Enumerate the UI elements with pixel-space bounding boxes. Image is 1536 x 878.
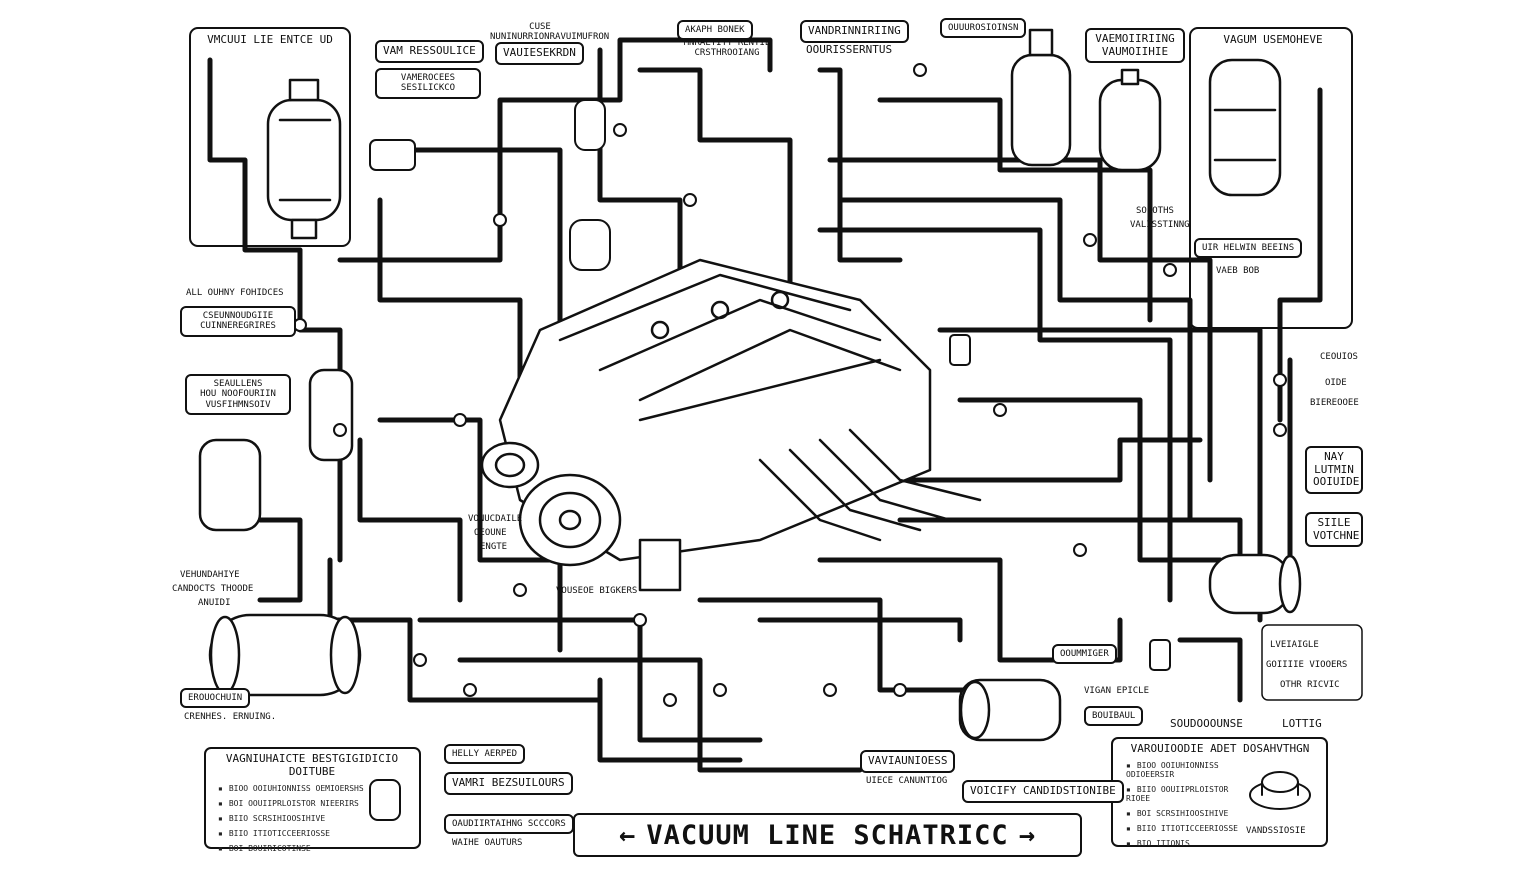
diagram-title: ← VACUUM LINE SCHATRICC → (573, 813, 1082, 857)
right-far-1: CEOUIOS (1320, 352, 1358, 362)
bottom-right-legend: VAROUIOODIE ADET DOSAHVTHGN BIOO OOIUHIO… (1116, 742, 1324, 854)
legend-item: BOI OOUIIPRLOISTOR NIEERIRS (218, 799, 416, 808)
right-side-box-2: SIILE VOTCHNE (1305, 512, 1363, 548)
top-right-box: VAEMOIIRIING VAUMOIIHIE (1085, 28, 1185, 64)
bottom-right-small-2: BOUIBAUL (1084, 706, 1144, 727)
bottom-left-legend-list: BIOO OOIUHIONNISS OEMIOERSHS BOI OOUIIPR… (208, 784, 416, 853)
center-label-1: VONUCDAILE (468, 514, 523, 524)
top-center-box: VAUIESEKRDN (495, 42, 584, 65)
left-small-3: ANUIDI (198, 598, 231, 608)
top-mid-2: MNRAETITT RENTIE CRSTHROOIANG (683, 38, 771, 59)
bottom-right-box-2: OOUMMIGER (1052, 644, 1117, 665)
top-right-box-line-2: VAUMOIIHIE (1101, 44, 1169, 58)
bottom-right-title-1: SOUDOOOUNSE (1170, 717, 1243, 730)
filter-icon (1208, 553, 1302, 615)
sensor-label-2: VALISSTINNG (1130, 220, 1190, 230)
right-far-6: GOIIIIE VIOOERS (1266, 660, 1348, 670)
bottom-left-box: VAMRI BEZSUILOURS (444, 772, 573, 795)
top-mid-right-1: VANDRINNIRIING (800, 20, 909, 43)
bottom-mid-box: VAVIAUNIOESS (860, 750, 956, 773)
right-center-2: VAEB BOB (1216, 266, 1260, 276)
bottom-left-legend: VAGNIUHAICTE BESTGIGIDICIO DOITUBE BIOO … (208, 752, 416, 859)
fitting-icon (1249, 771, 1311, 810)
left-small-2: CANDOCTS THOODE (172, 584, 254, 594)
center-label-4: VOUSEOE BIGKERS (556, 586, 638, 596)
bottom-right-small: VIGAN EPICLE (1084, 686, 1150, 696)
right-far-3: BIEREOOEE (1310, 398, 1359, 408)
right-side-box: NAY LUTMIN OOIUIDE (1305, 446, 1363, 494)
bottom-left-box-2: OAUDIIRTAIHNG SCCCORS (444, 814, 574, 835)
sensor-label: SOLOTHS (1136, 206, 1174, 216)
right-arrow-icon: → (1018, 819, 1036, 851)
center-label-3: ENGTE (480, 542, 508, 552)
bottom-mid-box-2: UIECE CANUNTIOG (866, 776, 948, 786)
legend-item: BOI BOUIRICOTINSE (218, 844, 416, 853)
right-far-5: LVEIAIGLE (1270, 640, 1319, 650)
bottom-left-legend-title: VAGNIUHAICTE BESTGIGIDICIO DOITUBE (225, 752, 399, 778)
legend-item: BIIO OOUIIPRLOISTOR RIOEE (1126, 785, 1246, 803)
top-right-panel-title: VAGUM USEMOHEVE (1223, 33, 1323, 46)
bottom-right-legend-title: VAROUIOODIE ADET DOSAHVTHGN (1130, 742, 1310, 755)
bottom-right-title-2: LOTTIG (1282, 717, 1322, 730)
pump-icon (958, 678, 1062, 742)
legend-item: BOI SCRSIHIOOSIHIVE (1126, 809, 1246, 818)
canister-icon (266, 78, 342, 240)
left-side-box-2-line-1: SEAULLENS (213, 379, 263, 389)
left-side-box: CSEUNNOUDGIIE CUINNEREGRIRES (180, 306, 296, 337)
bottom-left-small: HELLY AERPED (444, 744, 526, 765)
bottom-right-legend-list: BIOO OOIUHIONNISS ODIOEERSIR BIIO OOUIIP… (1116, 761, 1246, 848)
top-right-small: OUUUROSIOINSN (940, 18, 1027, 39)
right-center-1: UIR HELWIN BEEINS (1194, 238, 1303, 259)
engine-icon (480, 258, 982, 592)
diagram-title-text: VACUUM LINE SCHATRICC (646, 819, 1009, 851)
vam-box-2: VAMEROCEES SESILICKCO (375, 68, 481, 99)
legend-item: BIOO OOIUHIONNISS OEMIOERSHS (218, 784, 416, 793)
legend-item: BIOO OOIUHIONNISS ODIOEERSIR (1126, 761, 1246, 779)
bottom-right-box: VANDSSIOSIE (1246, 826, 1306, 836)
top-left-panel-title: VMCUUI LIE ENTCE UD (207, 33, 333, 46)
right-far-4: OTHR RICVIC (1280, 680, 1340, 690)
vam-box-1: VAM RESSOULICE (375, 40, 484, 63)
left-arrow-icon: ← (619, 819, 637, 851)
legend-item: BIIO ITIOTICCEERIOSSE (1126, 824, 1246, 833)
top-center-small: CUSE NUNINURRIONRAVUIMUFRON (490, 22, 610, 43)
left-side-box-2-line-3: VUSFIHMNSOIV (205, 399, 271, 410)
top-mid-1: AKAPH BONEK (677, 20, 753, 41)
left-side-box-2: SEAULLENS HOU NOOFOURIIN VUSFIHMNSOIV (185, 374, 291, 416)
top-right-box-line-1: VAEMOIIRIING (1095, 32, 1175, 45)
bottom-left-small-2: WAIHE OAUTURS (452, 838, 523, 848)
left-side-box-2-line-2: HOU NOOFOURIIN (200, 389, 276, 400)
legend-item: BIIO SCRSIHIOOSIHIVE (218, 814, 416, 823)
left-side-1: ALL OUHNY FOHIDCES (186, 288, 284, 298)
left-small-1: VEHUNDAHIYE (180, 570, 240, 580)
right-far-2: OIDE (1325, 378, 1347, 388)
left-bottom-box: EROUOCHUIN (180, 688, 251, 709)
legend-item: BIIO ITIOTICCEERIOSSE (218, 829, 416, 838)
legend-item: BIO ITIONIS (1126, 839, 1246, 848)
top-mid-right-2: OOURISSERNTUS (806, 43, 893, 56)
left-bottom-box-2: CRENHES. ERNUING. (184, 712, 277, 722)
bottom-mid-box-3: VOICIFY CANDIDSTIONIBE (962, 780, 1124, 803)
center-label-2: OEOUNE (474, 528, 507, 538)
